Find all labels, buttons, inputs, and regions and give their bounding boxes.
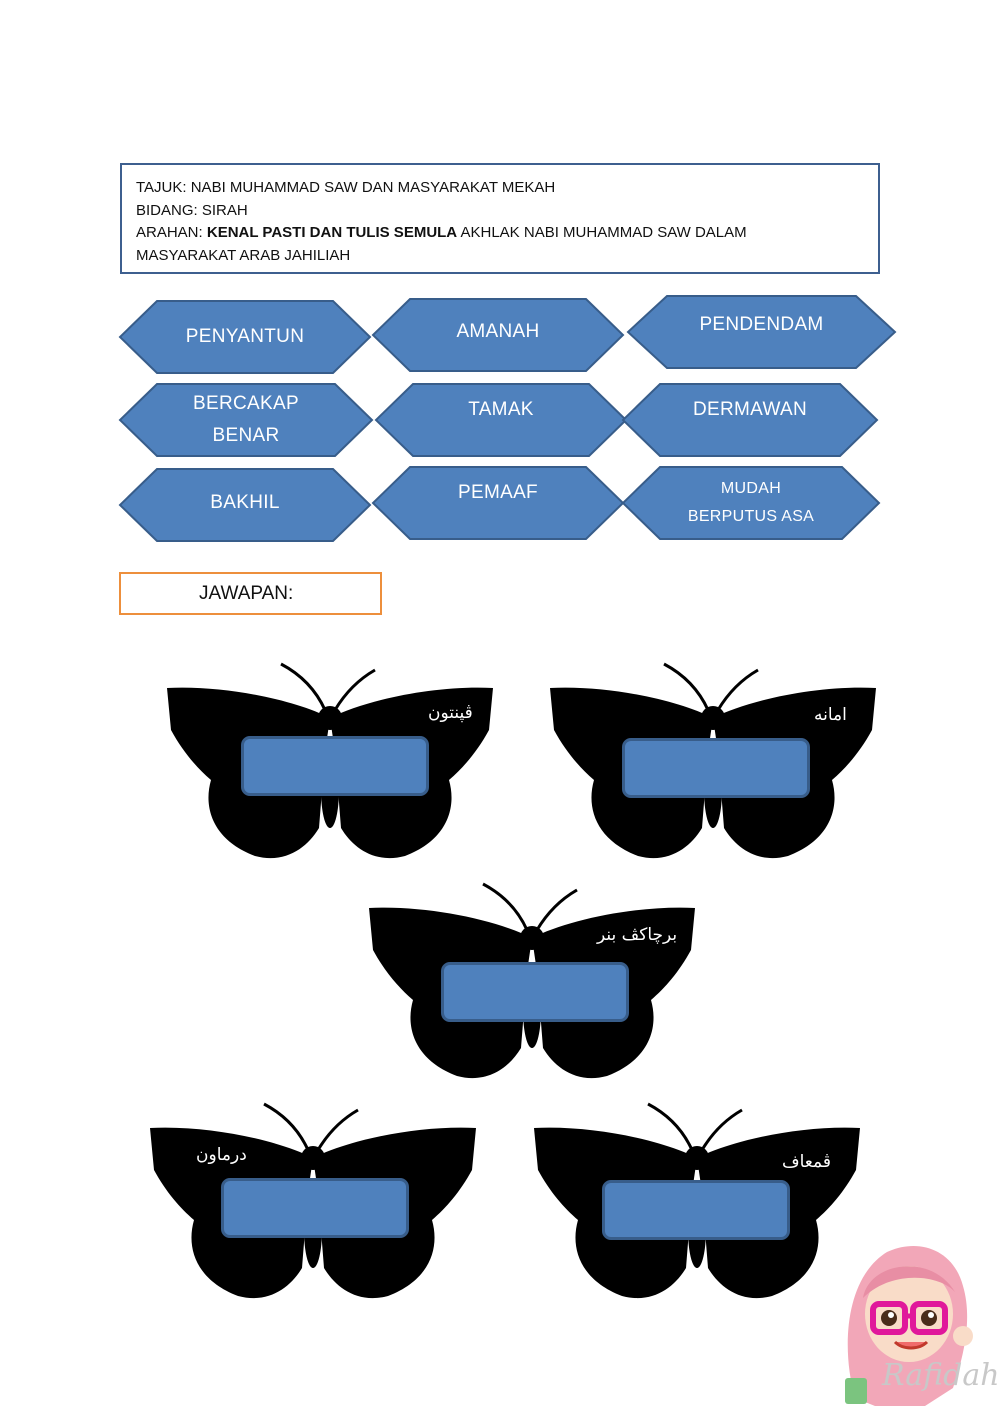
- option-card-tamak[interactable]: TAMAK: [374, 383, 628, 457]
- option-label: DERMAWAN: [693, 399, 807, 420]
- instruction-line-2: MASYARAKAT ARAB JAHILIAH: [136, 246, 351, 264]
- field-line: BIDANG: SIRAH: [136, 201, 248, 219]
- jawi-hint: برچاکڤ بنر: [597, 925, 678, 945]
- hexagon-shape: [118, 468, 372, 542]
- butterfly-answer-4: درماون: [148, 1100, 478, 1305]
- hexagon-shape: [371, 466, 625, 540]
- butterfly-answer-1: ڤڽنتون: [165, 660, 495, 865]
- option-label: PENDENDAM: [699, 314, 824, 335]
- option-label: PENYANTUN: [185, 326, 305, 347]
- butterfly-answer-5: ڤمعاف: [532, 1100, 862, 1305]
- title-line: TAJUK: NABI MUHAMMAD SAW DAN MASYARAKAT …: [136, 179, 556, 196]
- answer-input-box[interactable]: [241, 736, 429, 796]
- answer-label-box: JAWAPAN:: [119, 572, 382, 615]
- jawi-hint: امانه: [814, 705, 847, 725]
- option-label: AMANAH: [456, 321, 540, 342]
- option-card-penyantun[interactable]: PENYANTUN: [118, 300, 372, 374]
- option-card-amanah[interactable]: AMANAH: [371, 298, 625, 372]
- hexagon-shape: [374, 383, 628, 457]
- hexagon-shape: [626, 295, 897, 369]
- signature-watermark: Rafidah: [882, 1358, 1000, 1393]
- option-label: TAMAK: [468, 399, 534, 420]
- option-card-pemaaf[interactable]: PEMAAF: [371, 466, 625, 540]
- hexagon-shape: [621, 383, 879, 457]
- instruction-line: ARAHAN: KENAL PASTI DAN TULIS SEMULA AKH…: [136, 224, 747, 241]
- answer-input-box[interactable]: [441, 962, 629, 1022]
- answer-input-box[interactable]: [221, 1178, 409, 1238]
- hexagon-shape: [118, 383, 374, 457]
- hexagon-shape: [621, 466, 881, 540]
- answer-input-box[interactable]: [622, 738, 810, 798]
- hexagon-shape: [371, 298, 625, 372]
- option-card-dermawan[interactable]: DERMAWAN: [621, 383, 879, 457]
- jawi-hint: درماون: [196, 1145, 247, 1165]
- option-card-bakhil[interactable]: BAKHIL: [118, 468, 372, 542]
- option-label: BAKHIL: [210, 492, 280, 513]
- jawi-hint: ڤمعاف: [782, 1152, 831, 1172]
- hexagon-shape: [118, 300, 372, 374]
- jawi-hint: ڤڽنتون: [428, 703, 473, 723]
- instruction-box: TAJUK: NABI MUHAMMAD SAW DAN MASYARAKAT …: [120, 163, 880, 274]
- cartoon-avatar-icon: [835, 1238, 995, 1408]
- butterfly-answer-3: برچاکڤ بنر: [367, 880, 697, 1085]
- answer-input-box[interactable]: [602, 1180, 790, 1240]
- butterfly-answer-2: امانه: [548, 660, 878, 865]
- option-label: PEMAAF: [458, 482, 538, 503]
- option-card-pendendam[interactable]: PENDENDAM: [626, 295, 897, 369]
